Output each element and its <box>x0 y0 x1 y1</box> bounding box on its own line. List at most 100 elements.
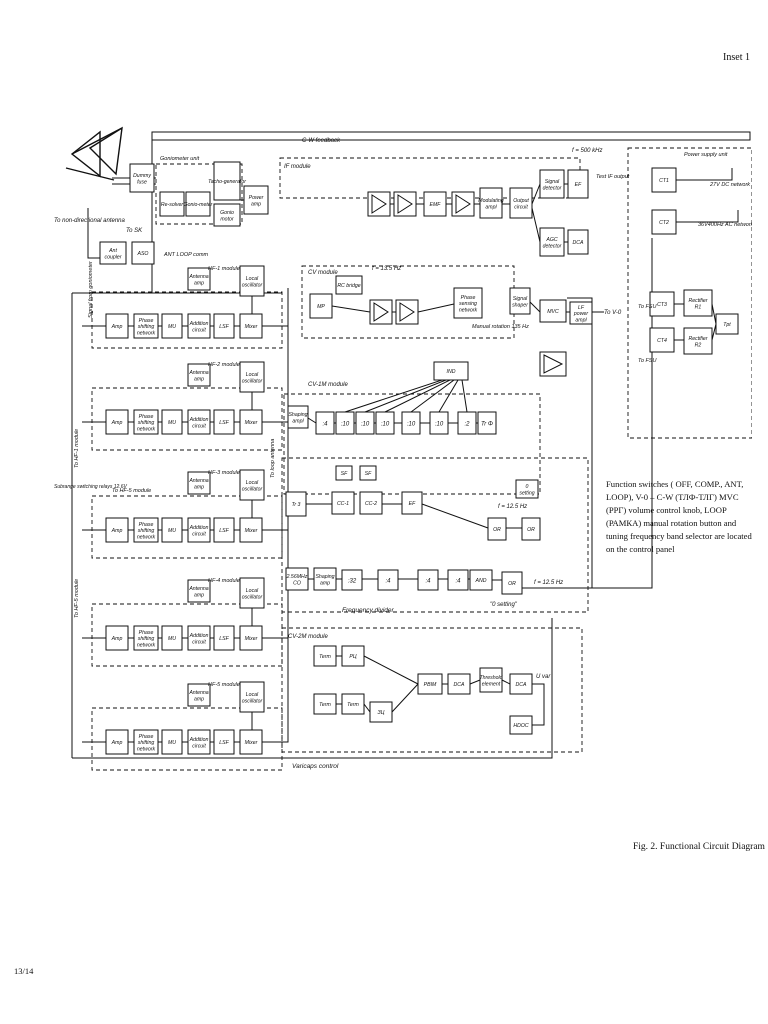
block-hf3-addition-circuit-text: Addition <box>189 525 209 531</box>
wire <box>363 655 419 685</box>
block-rectifier-r1-text: Rectifier <box>688 298 707 304</box>
label-hf4-module: HF-4 module <box>208 578 240 584</box>
block-hf2-antenna-amp-text: Antenna <box>188 370 208 376</box>
block-tacho-generator-text: Tacho-generator <box>208 179 246 185</box>
block-aso: ASO <box>131 241 155 265</box>
block-dca-if-text: DCA <box>573 240 584 246</box>
label-f-13-5hz: f = 13.5 Hz <box>372 266 401 272</box>
block-hf2-mixer-text: Mixer <box>245 420 258 426</box>
block-or-2-text: OR <box>527 527 535 533</box>
block-hf1-mu-text: MU <box>168 324 176 330</box>
block-hf4-mixer-text: Mixer <box>245 636 258 642</box>
block-cc-1: CC-1 <box>331 491 355 515</box>
freq-divider-frame <box>281 457 589 613</box>
block-ind-text: IND <box>447 369 456 375</box>
block-hf5-antenna-amp-text: Antenna <box>188 690 208 696</box>
wire <box>344 379 443 413</box>
block-ct2: CT2 <box>651 209 677 235</box>
label-hf5-side: To HF-5 module <box>74 579 80 618</box>
block-div2-2-4-text: :4 <box>425 578 431 584</box>
hf2-frame <box>91 387 283 451</box>
label-hf3-module: HF-3 module <box>208 470 240 476</box>
block-rvim-text: PBIM <box>424 682 437 688</box>
label-36v-ac: 36V400Hz AC network <box>698 222 752 228</box>
label-power-supply-unit: Power supply unit <box>684 152 728 158</box>
block-hf4-mixer: Mixer <box>239 625 263 651</box>
cw-feedback-bus <box>151 131 751 141</box>
block-mvc-text: MVC <box>547 309 559 315</box>
block-ct2-text: CT2 <box>659 220 669 226</box>
block-hf2-phase-shifting-network-text: Phase <box>139 414 154 420</box>
block-tpt-text: Tpt <box>723 322 731 328</box>
label-to-hf5-module: To HF-5 module <box>112 488 151 494</box>
block-hf1-lsf: LSF <box>213 313 235 339</box>
block-hf5-local-oscillator-text: oscillator <box>242 698 263 704</box>
block-signal-shaper-text: Signal <box>513 296 528 302</box>
block-term-1: Term <box>313 645 337 667</box>
block-cv-ampl-1 <box>369 299 393 325</box>
wire <box>522 238 653 589</box>
wire <box>391 683 419 713</box>
block-hf1-amp-text: Amp <box>111 324 123 330</box>
label-f-12-5hz-2: f = 12.5 Hz <box>534 580 563 586</box>
block-hf5-amp: Amp <box>105 729 129 755</box>
block-zc: ЗЦ <box>369 701 393 723</box>
block-hf1-antenna-amp-text: amp <box>194 280 204 286</box>
block-hf5-mu: MU <box>161 729 183 755</box>
block-rc-bridge: RC bridge <box>335 275 363 295</box>
wire <box>331 305 371 313</box>
wire <box>72 618 553 759</box>
wire <box>262 288 289 743</box>
block-shaping-amp-2-text: amp <box>320 580 330 586</box>
block-div2-1-4-text: :4 <box>385 578 391 584</box>
wire <box>531 183 541 205</box>
block-ind: IND <box>433 361 469 381</box>
block-hf1-local-oscillator-text: oscillator <box>242 282 263 288</box>
wire <box>461 379 468 413</box>
block-divider-4-10: :10 <box>401 411 421 435</box>
block-and-text: AND <box>475 578 487 584</box>
block-dca-if: DCA <box>567 229 589 255</box>
block-ct3-text: CT3 <box>657 302 667 308</box>
block-dummy-fuse-text: Dummy <box>133 173 151 179</box>
block-or-1-text: OR <box>493 527 501 533</box>
wire <box>87 208 100 259</box>
label-goniometer-side: Signal from goniometer <box>88 260 94 318</box>
wire <box>532 683 545 726</box>
label-f-500khz: f = 500 kHz <box>572 148 603 154</box>
block-shaping-ampl-text: ampl <box>292 418 304 424</box>
block-hf5-phase-shifting-network-text: shifting <box>138 740 155 746</box>
wire <box>421 503 489 529</box>
label-cv1m-module: CV-1M module <box>308 382 348 388</box>
block-hf1-addition-circuit-text: Addition <box>189 321 209 327</box>
block-hf5-antenna-amp-text: amp <box>194 696 204 702</box>
block-rectifier-r2-text: R2 <box>695 342 702 348</box>
block-agc-detector-text: detector <box>543 243 562 249</box>
block-div2-1-4: :4 <box>377 569 399 591</box>
block-hf3-antenna-amp-text: Antenna <box>188 478 208 484</box>
block-dca-2: DCA <box>447 673 471 695</box>
block-hf2-amp-text: Amp <box>111 420 123 426</box>
wire <box>676 168 733 181</box>
block-hf3-amp-text: Amp <box>111 528 123 534</box>
block-hf5-mixer-text: Mixer <box>245 740 258 746</box>
label-cv2m-module: CV-2M module <box>288 634 328 640</box>
block-power-amp-text: amp <box>251 201 261 207</box>
block-hf1-antenna-amp-text: Antenna <box>188 274 208 280</box>
block-divider-6-2-text: :2 <box>464 421 470 427</box>
block-hf4-antenna-amp-text: amp <box>194 592 204 598</box>
block-hf4-local-oscillator-text: oscillator <box>242 594 263 600</box>
block-hf5-lsf-text: LSF <box>219 740 229 746</box>
block-divider-4-10-text: :10 <box>407 421 416 427</box>
block-emf: EMF <box>423 191 447 217</box>
block-agc-detector-text: AGC <box>545 237 557 243</box>
block-hf1-mixer-text: Mixer <box>245 324 258 330</box>
